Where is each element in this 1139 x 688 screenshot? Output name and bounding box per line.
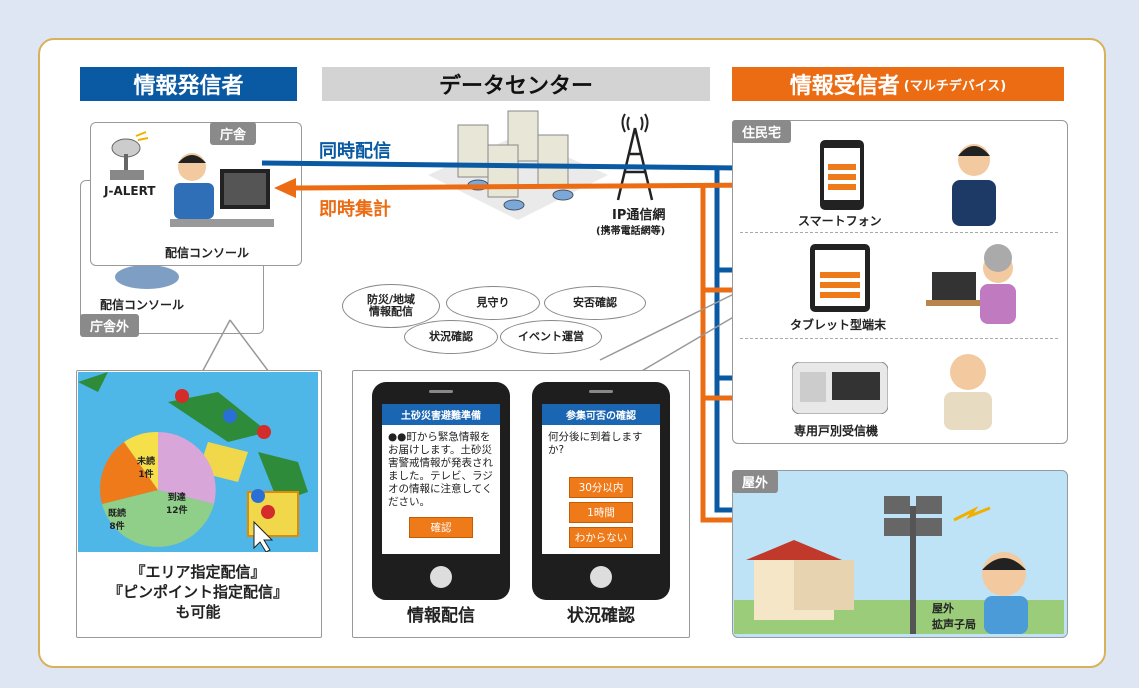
antenna-tower-icon: [616, 113, 654, 201]
home-button: [590, 566, 612, 588]
confirm-button[interactable]: 確認: [409, 517, 473, 538]
smartphone-icon: [820, 140, 864, 210]
status-caption: 状況確認: [567, 606, 635, 626]
pie-chart: [100, 431, 216, 547]
home-receiver-icon: [792, 362, 888, 414]
map-illustration: [78, 372, 318, 552]
phone-status: 参集可否の確認 何分後に到着しますか? 30分以内 1時間 わからない: [532, 382, 670, 600]
receiver-label: 専用戸別受信機: [794, 424, 879, 438]
residence-tag: 住民宅: [732, 120, 792, 143]
laptop-icon: [115, 265, 179, 289]
satellite-dish-icon: [110, 131, 149, 180]
tablet-label: タブレット型端末: [790, 318, 887, 332]
instant-label: 即時集計: [319, 199, 391, 220]
home-button: [430, 566, 452, 588]
sender-header-text: 情報発信者: [133, 74, 244, 99]
receiver-header-text: 情報受信者: [789, 74, 900, 99]
phone-delivery-title: 土砂災害避難準備: [382, 404, 500, 425]
option-30min-button[interactable]: 30分以内: [569, 477, 633, 498]
smartphone-label: スマートフォン: [798, 214, 882, 228]
residence-box: [732, 120, 1068, 444]
elderly-woman-tablet-icon: [926, 244, 1016, 324]
receiver-header-sub: (マルチデバイス): [903, 78, 1007, 94]
receiver-header: 情報受信者(マルチデバイス): [732, 67, 1064, 101]
option-unknown-button[interactable]: わからない: [569, 527, 633, 548]
network-label: IP通信網: [612, 208, 666, 223]
map-caption: 『エリア指定配信』 『ピンポイント指定配信』 も可能: [78, 562, 318, 622]
server-cluster-icon: [428, 110, 608, 220]
map-caption-3: も可能: [175, 603, 221, 621]
delivery-caption: 情報配信: [407, 606, 475, 626]
phone-delivery: 土砂災害避難準備 ●●町から緊急情報をお届けします。土砂災害警戒情報が発表されま…: [372, 382, 510, 600]
map-caption-2: 『ピンポイント指定配信』: [107, 583, 288, 601]
elderly-man-icon: [944, 354, 992, 430]
outside-office-tag: 庁舎外: [80, 314, 140, 337]
use-event: イベント運営: [500, 320, 602, 354]
pie-label-read: 既読 8件: [108, 509, 127, 532]
phone-status-screen: 参集可否の確認 何分後に到着しますか? 30分以内 1時間 わからない: [542, 404, 660, 554]
divider: [740, 338, 1058, 339]
console-outside-label: 配信コンソール: [100, 298, 185, 312]
man-with-phone-icon: [952, 144, 996, 226]
divider: [740, 232, 1058, 233]
phone-speaker: [589, 390, 613, 393]
datacenter-header-text: データセンター: [438, 74, 593, 99]
phone-delivery-body: ●●町から緊急情報をお届けします。土砂災害警戒情報が発表されました。テレビ、ラジ…: [388, 431, 493, 508]
map-caption-1: 『エリア指定配信』: [130, 563, 266, 581]
datacenter-header: データセンター: [322, 67, 710, 101]
phone-speaker: [429, 390, 453, 393]
option-1hour-button[interactable]: 1時間: [569, 502, 633, 523]
sender-header: 情報発信者: [80, 67, 297, 101]
use-disaster: 防災/地域 情報配信: [342, 284, 440, 328]
operator-icon: [170, 153, 274, 227]
phone-status-body: 何分後に到着しますか?: [548, 431, 643, 456]
office-tag: 庁舎: [210, 122, 257, 145]
outdoor-scene: [734, 496, 1064, 634]
pie-label-unread: 未読 1件: [137, 457, 156, 480]
outdoor-tag: 屋外: [732, 470, 779, 493]
console-inside-label: 配信コンソール: [165, 246, 250, 260]
speaker-label: 屋外 拡声子局: [932, 602, 976, 631]
jalert-label: J-ALERT: [104, 184, 156, 198]
use-safety: 安否確認: [544, 286, 646, 320]
use-watch: 見守り: [446, 286, 540, 320]
use-status: 状況確認: [404, 320, 498, 354]
tablet-icon: [810, 244, 870, 312]
pie-label-reached: 到達 12件: [166, 493, 188, 516]
network-sub-label: (携帯電話網等): [596, 226, 666, 237]
simultaneous-label: 同時配信: [319, 141, 391, 162]
phone-status-title: 参集可否の確認: [542, 404, 660, 425]
phone-delivery-screen: 土砂災害避難準備 ●●町から緊急情報をお届けします。土砂災害警戒情報が発表されま…: [382, 404, 500, 554]
